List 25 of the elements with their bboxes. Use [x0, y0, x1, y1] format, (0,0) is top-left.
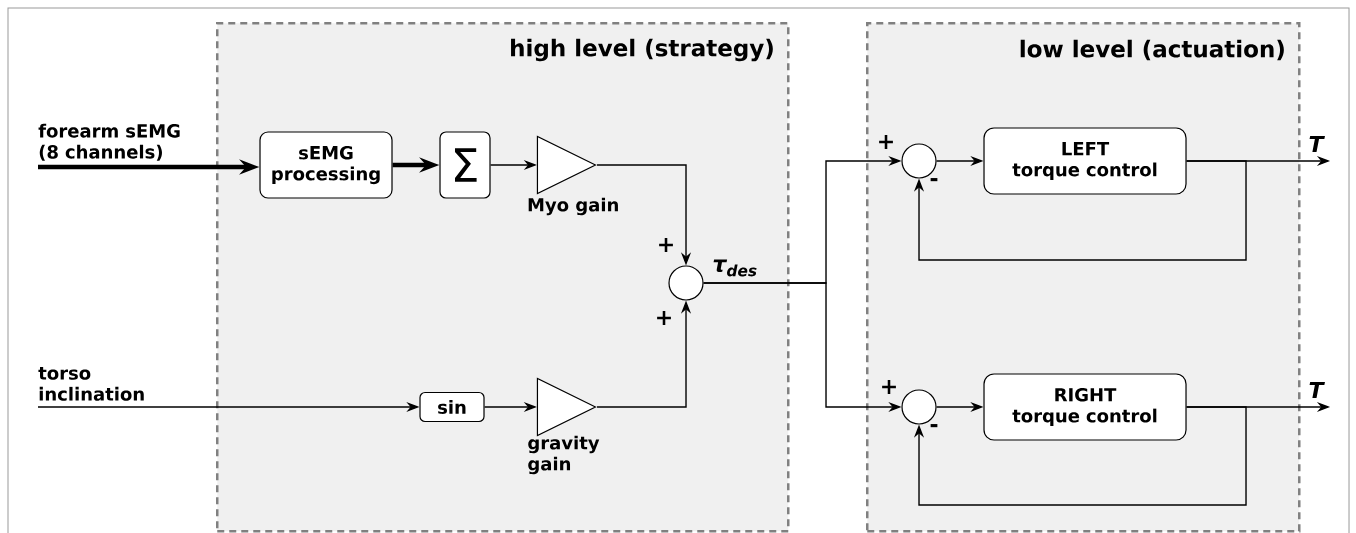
summing-junction — [901, 143, 937, 179]
sign-label: - — [930, 178, 938, 182]
signal-label: τ$_{des}$ — [713, 259, 757, 277]
sign-label: + — [657, 311, 671, 325]
summing-junction — [901, 389, 937, 425]
process-box: RIGHT torque control — [983, 373, 1187, 441]
gain-label: Myo gain — [528, 197, 618, 216]
sum-symbol-box: Σ — [439, 131, 491, 199]
input-label: torso inclination — [38, 366, 144, 401]
signal-label: T — [1309, 136, 1325, 152]
sign-label: + — [659, 238, 673, 252]
process-box: sin — [419, 391, 485, 423]
signal-label: T — [1309, 382, 1325, 398]
process-box: sEMG processing — [259, 131, 393, 199]
gain-triangle — [536, 135, 597, 195]
arrow — [913, 160, 1247, 261]
input-label: forearm sEMG (8 channels) — [38, 123, 180, 161]
gain-label: gravity gain — [528, 435, 600, 475]
sign-label: + — [882, 380, 896, 394]
gain-triangle — [536, 377, 597, 437]
summing-junction — [668, 265, 704, 301]
process-box: LEFT torque control — [983, 127, 1187, 195]
sign-label: - — [930, 424, 938, 428]
sign-label: + — [879, 135, 893, 149]
arrow — [913, 406, 1247, 506]
